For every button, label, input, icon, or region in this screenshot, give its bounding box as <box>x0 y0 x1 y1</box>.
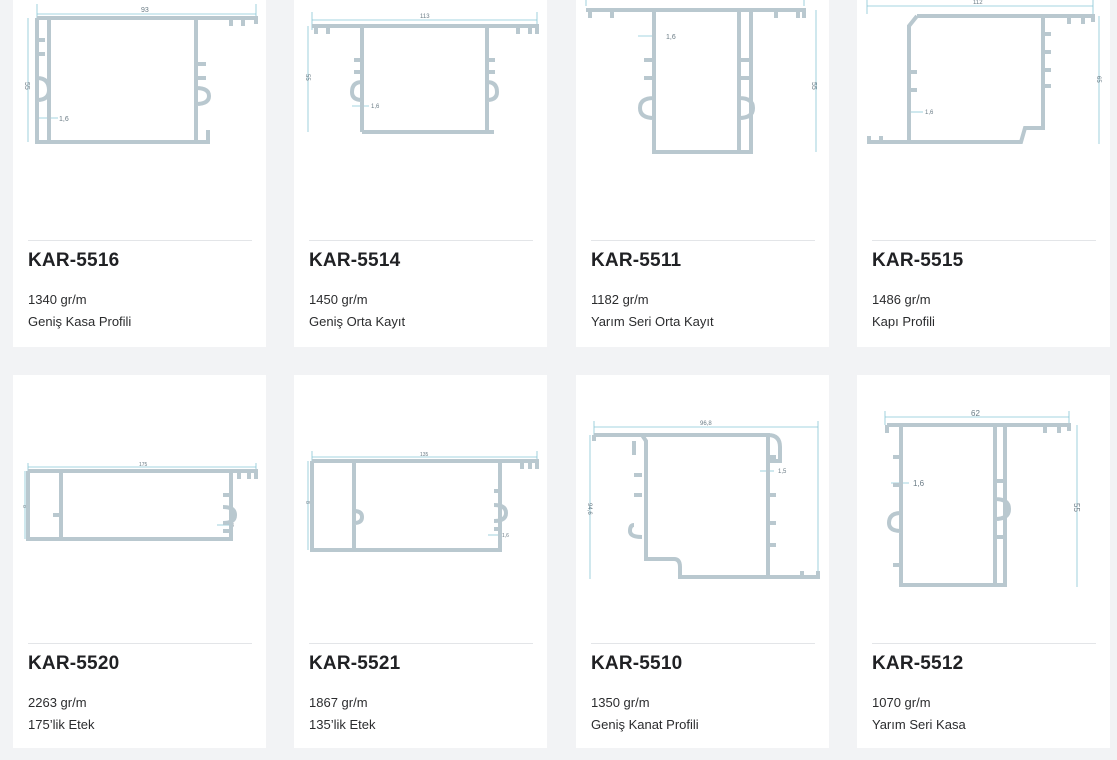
product-weight: 1450 gr/m <box>309 292 368 307</box>
product-weight: 1182 gr/m <box>591 292 649 307</box>
dim-thickness: 1,6 <box>666 34 676 41</box>
dim-height: 65 <box>1095 76 1101 83</box>
product-name: Kapı Profili <box>872 314 935 329</box>
product-card[interactable]: 113 55 1,6 KAR-5514 1450 gr/m Geniş Orta… <box>294 0 547 347</box>
product-card[interactable]: 135 8 1,6 KAR-5521 1867 gr/m 135’lik Ete… <box>294 375 547 748</box>
product-name: 135’lik Etek <box>309 717 376 732</box>
dim-height: 55 <box>810 82 817 90</box>
product-name: Geniş Kanat Profili <box>591 717 699 732</box>
product-weight: 2263 gr/m <box>28 695 87 710</box>
product-name: Yarım Seri Orta Kayıt <box>591 314 714 329</box>
product-name: Geniş Kasa Profili <box>28 314 132 329</box>
dim-thickness: 1,6 <box>371 104 380 110</box>
product-code[interactable]: KAR-5520 <box>28 653 120 674</box>
profile-drawing: 96,8 94,6 1,5 <box>586 421 820 579</box>
product-code[interactable]: KAR-5511 <box>591 250 682 271</box>
product-weight: 1350 gr/m <box>591 695 650 710</box>
dim-thickness: 1,6 <box>925 110 934 116</box>
product-code[interactable]: KAR-5516 <box>28 250 120 271</box>
profile-drawing: 135 8 1,6 <box>304 451 539 552</box>
dim-width: 96,8 <box>700 421 712 427</box>
profile-drawing: 82 55 1,6 <box>585 0 817 154</box>
product-weight: 1867 gr/m <box>309 695 368 710</box>
dim-width: 135 <box>420 452 429 458</box>
profile-drawing: 93 55 1,6 <box>23 4 258 144</box>
divider <box>872 643 1096 644</box>
divider <box>591 240 815 241</box>
dim-height: 55 <box>1072 503 1081 512</box>
product-code[interactable]: KAR-5510 <box>591 653 683 674</box>
profile-drawing: 112 65 1,6 <box>866 0 1101 144</box>
dim-thickness: 1,6 <box>913 479 925 488</box>
profile-drawing: 62 55 1,6 <box>884 409 1081 587</box>
divider <box>309 643 533 644</box>
dim-height: 55 <box>304 74 310 81</box>
product-code[interactable]: KAR-5512 <box>872 653 964 674</box>
dim-height: 8 <box>21 505 27 508</box>
product-card[interactable]: 62 55 1,6 KAR-5512 1070 gr/m Yarım Seri … <box>857 375 1110 748</box>
product-card[interactable]: 175 8 8 KAR-5520 2263 gr/m 175’lik Etek <box>13 375 266 748</box>
dim-thickness: 1,6 <box>59 116 69 123</box>
divider <box>591 643 815 644</box>
product-name: Geniş Orta Kayıt <box>309 314 406 329</box>
dim-height: 55 <box>23 82 30 90</box>
profile-drawing: 175 8 8 <box>21 462 258 541</box>
divider <box>28 240 252 241</box>
profile-drawing: 113 55 1,6 <box>304 12 539 134</box>
product-weight: 1486 gr/m <box>872 292 931 307</box>
product-card[interactable]: 112 65 1,6 KAR-5515 1486 gr/m Kapı Profi… <box>857 0 1110 347</box>
dim-width: 113 <box>420 14 430 20</box>
divider <box>28 643 252 644</box>
dim-height: 8 <box>304 501 310 504</box>
dim-width: 175 <box>139 462 148 468</box>
dim-width: 112 <box>973 0 983 6</box>
dim-width: 62 <box>971 409 980 418</box>
product-code[interactable]: KAR-5515 <box>872 250 964 271</box>
dim-thickness: 1,6 <box>502 533 509 539</box>
product-card[interactable]: 82 55 1,6 KAR-5511 1182 gr/m Yarım Seri … <box>576 0 829 347</box>
dim-height: 94,6 <box>586 503 592 515</box>
divider <box>309 240 533 241</box>
product-card[interactable]: 93 55 1,6 KAR-5516 1340 gr/m Geniş Kasa … <box>13 0 266 347</box>
product-code[interactable]: KAR-5514 <box>309 250 401 271</box>
product-code[interactable]: KAR-5521 <box>309 653 401 674</box>
product-weight: 1070 gr/m <box>872 695 931 710</box>
product-weight: 1340 gr/m <box>28 292 87 307</box>
product-card[interactable]: 96,8 94,6 1,5 KAR-5510 1350 gr/m Geniş K… <box>576 375 829 748</box>
divider <box>872 240 1096 241</box>
product-name: 175’lik Etek <box>28 717 95 732</box>
dim-thickness: 1,5 <box>778 469 787 475</box>
product-name: Yarım Seri Kasa <box>872 717 966 732</box>
dim-width: 93 <box>141 7 149 14</box>
